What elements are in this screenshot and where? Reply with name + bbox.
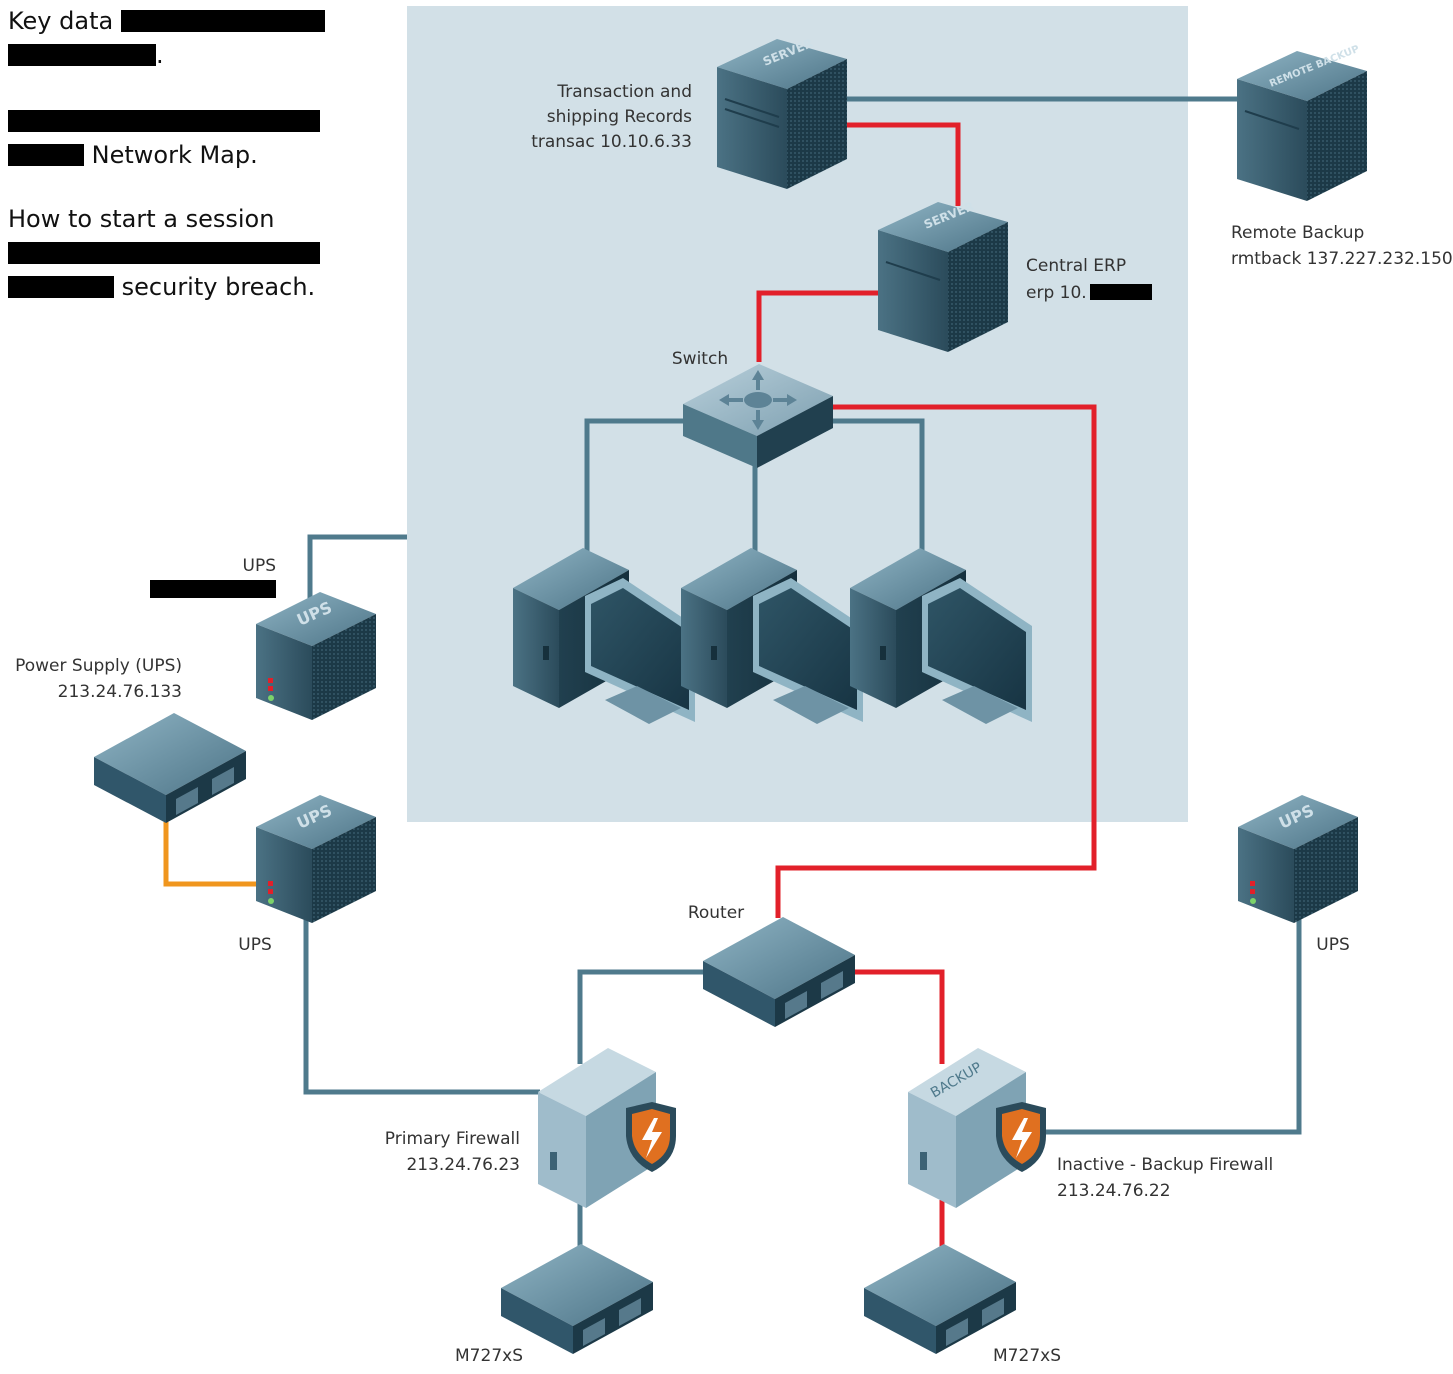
label-ups-right: UPS (1316, 935, 1350, 955)
link-power-ups (163, 822, 258, 887)
label-fw2-1: Inactive - Backup Firewall (1057, 1155, 1273, 1175)
link-router-fw1 (577, 969, 712, 1064)
intro-text: Key data . (8, 4, 325, 72)
label-ups-top: UPS (243, 556, 277, 576)
label-backup-2: rmtback 137.227.232.150 (1231, 249, 1453, 269)
redaction-bar (8, 144, 84, 166)
link-switch-ws1 (584, 418, 686, 552)
intro-line-3 (8, 104, 320, 138)
redaction-bar (8, 110, 320, 132)
redaction-bar (120, 10, 325, 32)
intro-line-4: Network Map. (8, 138, 320, 172)
link-switch-router (775, 404, 1097, 918)
redaction-bar (8, 276, 114, 298)
label-erp-1: Central ERP (1026, 256, 1126, 276)
links (163, 96, 1302, 1250)
label-fw2-2: 213.24.76.22 (1057, 1181, 1171, 1201)
label-m1: M727xS (455, 1346, 523, 1366)
label-backup-1: Remote Backup (1231, 223, 1364, 243)
label-fw1-1: Primary Firewall (385, 1129, 520, 1149)
server-icon[interactable]: SERVER (717, 36, 847, 189)
label-router: Router (688, 903, 744, 923)
label-ups-mid: UPS (238, 935, 272, 955)
link-server-erp (846, 122, 961, 206)
intro-line-2: . (8, 38, 325, 72)
label-erp-2: erp 10. (1026, 283, 1087, 303)
intro-line-1: Key data (8, 4, 325, 38)
intro-session: How to start a session security breach. (8, 202, 320, 304)
intro-line-6 (8, 236, 320, 270)
redaction-bar (1090, 284, 1152, 300)
link-router-fw2 (853, 969, 945, 1064)
link-switch-ws3 (830, 418, 925, 552)
router-icon[interactable] (703, 917, 855, 1027)
label-m2: M727xS (993, 1346, 1061, 1366)
link-ups-fw1 (303, 918, 540, 1095)
redaction-bar (8, 242, 320, 264)
server-icon[interactable]: REMOTE BACKUP (1237, 44, 1367, 201)
intro-network-map: Network Map. (8, 104, 320, 172)
redaction-bar (150, 580, 276, 598)
labels: Transaction and shipping Records transac… (15, 82, 1453, 1366)
label-power-1: Power Supply (UPS) (15, 656, 182, 676)
ups-icon[interactable]: UPS (256, 795, 376, 923)
label-power-2: 213.24.76.133 (58, 682, 182, 702)
label-transac-2: shipping Records (547, 107, 692, 127)
workstation-icon[interactable] (513, 548, 695, 724)
label-transac-1: Transaction and (556, 82, 692, 102)
link-erp-switch (756, 290, 880, 362)
ups-icon[interactable]: UPS (1238, 795, 1358, 923)
workstation-icon[interactable] (850, 548, 1032, 724)
firewall-icon[interactable]: BACKUP (908, 1048, 1046, 1208)
redaction-bar (8, 44, 156, 66)
label-transac-3: transac 10.10.6.33 (531, 132, 692, 152)
link-fw2-ups (1045, 912, 1302, 1135)
rack-unit-icon[interactable] (501, 1244, 653, 1354)
power-supply-icon[interactable] (94, 713, 246, 823)
switch-icon[interactable] (683, 364, 833, 468)
workstation-icon[interactable] (681, 548, 863, 724)
label-switch: Switch (672, 349, 728, 369)
intro-line-5: How to start a session (8, 205, 275, 233)
ups-icon[interactable]: UPS (256, 592, 376, 720)
link-zone-ups (307, 534, 407, 600)
server-icon[interactable]: SERVER (878, 199, 1008, 352)
rack-unit-icon[interactable] (864, 1244, 1016, 1354)
intro-line-7: security breach. (8, 270, 320, 304)
label-fw1-2: 213.24.76.23 (406, 1155, 520, 1175)
firewall-icon[interactable] (538, 1048, 676, 1208)
